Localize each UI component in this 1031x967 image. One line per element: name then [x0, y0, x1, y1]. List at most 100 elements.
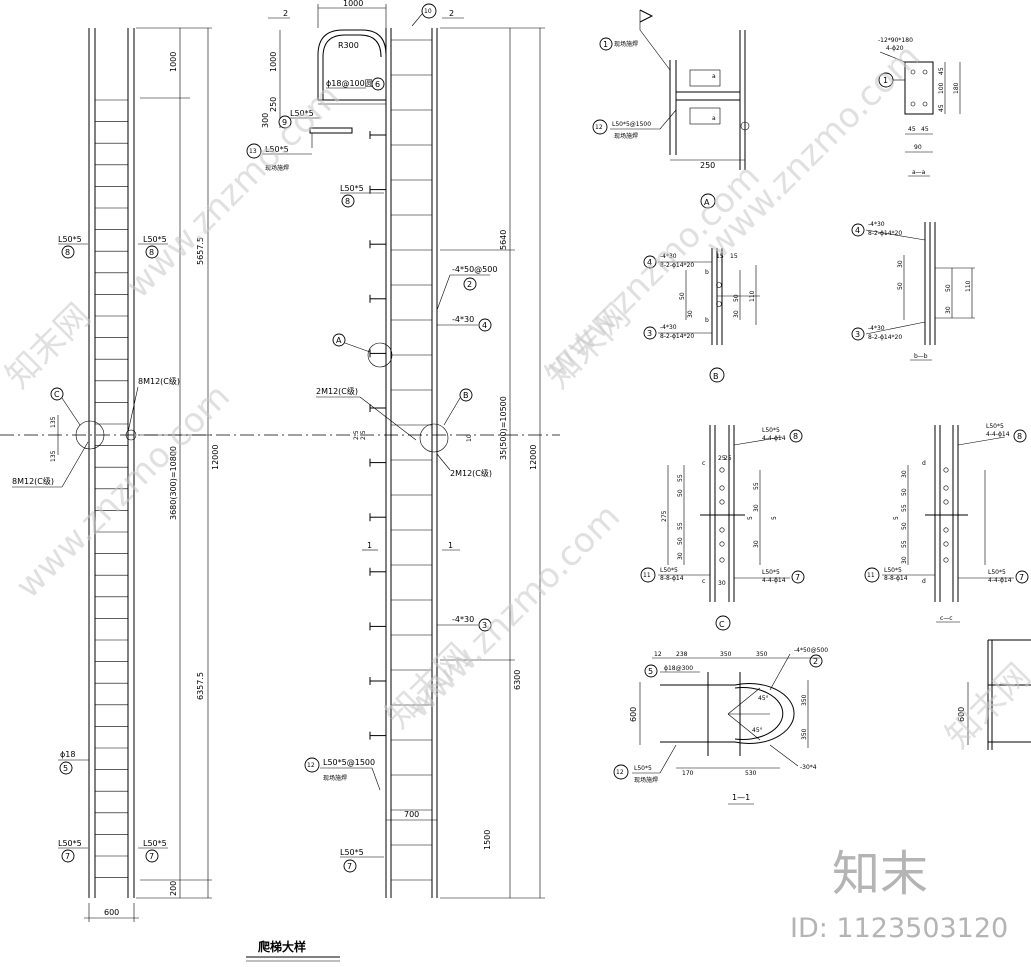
section-aa-holes: 4-ϕ20 — [886, 45, 904, 52]
section-bb: 4 -4*30 8-2-ϕ14*20 3 -4*30 8-2-ϕ14*20 30… — [851, 221, 975, 361]
section-bb-p4: -4*30 — [868, 221, 885, 228]
section-11-dim-350d: 350 — [801, 728, 808, 740]
left-dim-135b: 135 — [50, 450, 57, 462]
marker-B-side: B — [463, 391, 469, 400]
marker-10: 10 — [424, 8, 432, 15]
detail-C-dim-25b: 25 — [724, 455, 732, 462]
detail-C-dim-5b: 5 — [747, 516, 754, 520]
detail-B-p4: -4*30 — [660, 253, 677, 260]
watermark-id: ID: 1123503120 — [790, 913, 1008, 944]
detail-C-dim-30c: 30 — [753, 540, 760, 548]
section-aa-dim-45c: 45 — [908, 126, 916, 133]
section-bb-marker-4: 4 — [855, 226, 860, 235]
left-dim-135a: 135 — [50, 416, 57, 428]
watermark: www.znzmo.com www.znzmo.com www.znzmo.co… — [0, 36, 1031, 944]
side-dim-250: 250 — [269, 97, 278, 112]
detail-A-marker-1: 1 — [603, 40, 608, 49]
detail-C-bolt-holes — [719, 467, 725, 563]
section-bb-caption: b—b — [914, 353, 928, 360]
marker-8-right: 8 — [149, 248, 154, 257]
section-mark-1a: 1 — [367, 541, 372, 550]
detail-C-dim-55a: 55 — [677, 474, 684, 482]
section-aa-dim-45a: 45 — [938, 67, 945, 75]
side-elevation: R300 ϕ18@100圆钢 6 10 2 2 1000 1000 250 30… — [246, 0, 545, 899]
side-dim-2.5b: 2.5 — [360, 430, 367, 440]
side-dim-6300: 6300 — [513, 670, 522, 690]
marker-9: 9 — [282, 118, 287, 127]
left-dim-5657: 5657.5 — [196, 237, 205, 265]
bolt-hole — [943, 499, 949, 505]
marker-C-left: C — [54, 390, 60, 399]
watermark-logo-4: 知末网 — [938, 656, 1031, 756]
left-dim-600: 600 — [104, 908, 119, 917]
detail-C-c1: c — [702, 460, 705, 467]
left-dim-6357: 6357.5 — [196, 672, 205, 700]
watermark-site-4: www.znzmo.com — [118, 76, 348, 306]
section-bb-dim-30b: 30 — [945, 306, 952, 314]
detail-A-caption: A — [704, 198, 710, 207]
side-l50-13: L50*5 — [265, 145, 289, 154]
watermark-logo-1: 知末网 — [0, 296, 98, 396]
detail-B-b1: b — [705, 269, 709, 276]
bolt-hole — [943, 485, 949, 491]
side-ladder-rungs — [391, 39, 432, 881]
side-bolt-right: 2M12(C级) — [450, 468, 492, 478]
section-cc-l50-bl: L50*5 — [884, 567, 902, 574]
marker-8-side: 8 — [345, 197, 350, 206]
watermark-site-1: www.znzmo.com — [8, 376, 238, 606]
side-r300: R300 — [338, 41, 359, 50]
section-aa-dim-90: 90 — [914, 144, 922, 151]
marker-12-side: 12 — [307, 762, 315, 769]
side-flat-1: -4*50@500 — [452, 265, 497, 274]
section-cc-marker-11: 11 — [867, 572, 875, 579]
left-dim-200: 200 — [169, 881, 178, 896]
bolt-hole — [943, 541, 949, 547]
section-bb-dim-30a: 30 — [897, 260, 904, 268]
marker-13: 13 — [249, 148, 257, 155]
section-mark-2b: 2 — [449, 9, 454, 18]
detail-B-p3b: 8-2-ϕ14*20 — [660, 333, 694, 340]
section-cc-dim-30a: 30 — [901, 470, 908, 478]
detail-B: b b 4 -4*30 8-2-ϕ14*20 3 -4*30 8-2-ϕ14*2… — [643, 248, 760, 383]
detail-B-dim-15a: 15 — [716, 253, 724, 260]
side-l50-12: L50*5@1500 — [323, 758, 375, 767]
section-11-bar: -30*4 — [800, 764, 817, 771]
detail-B-p4b: 8-2-ϕ14*20 — [660, 262, 694, 269]
detail-C-marker-7: 7 — [795, 573, 800, 582]
detail-C-dim-275: 275 — [661, 510, 668, 522]
section-cc-d1: d — [922, 460, 926, 467]
section-aa-dim-180: 180 — [953, 82, 960, 94]
detail-C-holes-bl: 8-8-ϕ14 — [660, 575, 684, 582]
section-cc-marker-7: 7 — [1019, 573, 1024, 582]
section-mark-2a: 2 — [283, 9, 288, 18]
detail-C-dim-50b: 50 — [677, 537, 684, 545]
section-mark-1b: 1 — [448, 541, 453, 550]
section-cc: d d L50*5 4-4-ϕ14 8 11 L50*5 8-8-ϕ14 L50… — [864, 423, 1029, 623]
detail-A-l50: L50*5@1500 — [612, 121, 651, 128]
side-dim-700: 700 — [404, 810, 419, 819]
bolt-hole — [719, 467, 725, 473]
bolt-hole — [943, 527, 949, 533]
marker-4-side: 4 — [482, 321, 487, 330]
section-aa: -12*90*180 4-ϕ20 1 45 100 45 180 45 45 9… — [878, 37, 961, 177]
side-dim-1500: 1500 — [483, 830, 492, 850]
partial-section: 600 — [957, 639, 1031, 750]
marker-7-right: 7 — [149, 852, 154, 861]
bolt-hole — [719, 527, 725, 533]
marker-7-left: 7 — [65, 852, 70, 861]
left-l50-label-3: L50*5 — [58, 839, 82, 848]
section-11-dim-350c: 350 — [801, 694, 808, 706]
section-11-marker-2: 2 — [813, 657, 818, 666]
section-aa-dim-45d: 45 — [921, 126, 929, 133]
marker-3-side: 3 — [482, 621, 487, 630]
section-aa-dim-100: 100 — [938, 82, 945, 94]
section-11-flat: -4*50@500 — [794, 647, 828, 654]
detail-C-dim-30b: 30 — [753, 504, 760, 512]
detail-A: a a 250 1 现场施焊 12 L50*5@1500 现场施焊 A — [592, 9, 750, 209]
left-l50-label-2: L50*5 — [143, 235, 167, 244]
side-site-weld-1: 现场施焊 — [265, 164, 289, 172]
marker-5-left: 5 — [63, 764, 68, 773]
side-l50-top: L50*5 — [290, 109, 314, 118]
detail-C-holes-br: 4-4-ϕ14 — [762, 577, 786, 584]
side-dim-12000: 12000 — [529, 445, 538, 470]
